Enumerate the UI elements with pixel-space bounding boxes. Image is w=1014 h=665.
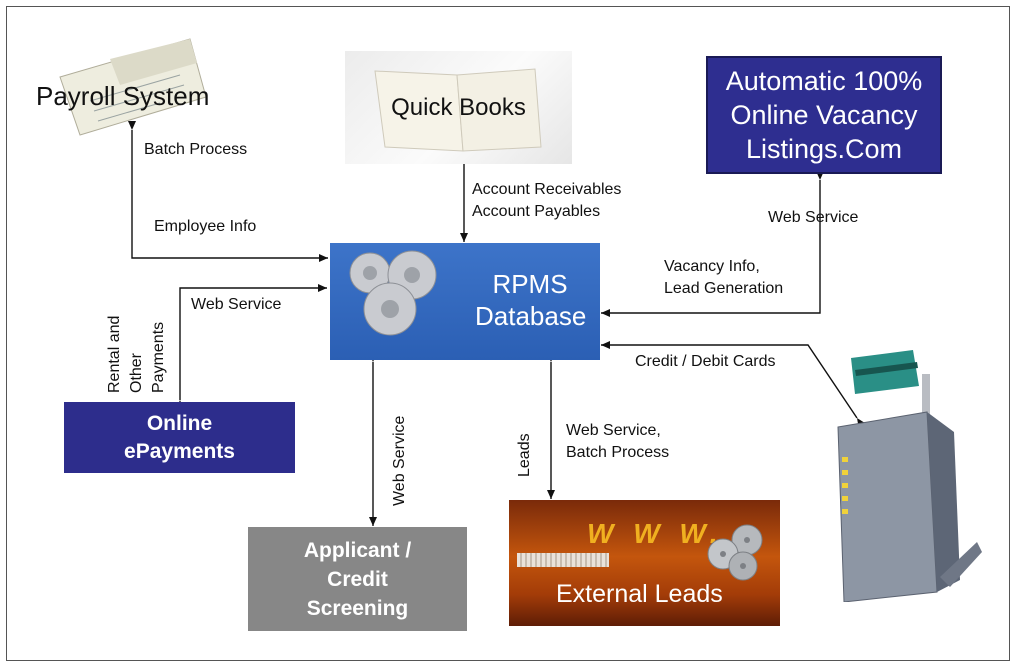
- edge-label-web-service-vacancy: Web Service: [768, 209, 859, 226]
- www-text: W W W.: [587, 518, 724, 549]
- vacancy-listings-node: Automatic 100% Online Vacancy Listings.C…: [706, 56, 942, 174]
- router-device-image: [837, 374, 982, 602]
- edge-label-account-receivables: Account Receivables: [472, 181, 622, 198]
- edge-label-rental-line-3: Payments: [150, 321, 167, 393]
- edge-label-vacancy-info: Vacancy Info,: [664, 258, 760, 275]
- edge-label-batch-process: Batch Process: [144, 141, 248, 158]
- diagram-frame: [6, 6, 1010, 661]
- payroll-check-image: [50, 33, 208, 137]
- credit-card-image: [851, 350, 919, 394]
- screening-line-1: Applicant /: [303, 538, 412, 562]
- applicant-screening-node: Applicant / Credit Screening: [248, 527, 467, 631]
- payroll-system-label: Payroll System: [36, 81, 210, 111]
- quickbooks-label: Quick Books: [391, 93, 526, 121]
- external-leads-label: External Leads: [556, 580, 723, 608]
- database-line-2: Database: [475, 301, 587, 331]
- edge-label-credit-debit-cards: Credit / Debit Cards: [635, 353, 776, 370]
- arrow-vacancy-database: [601, 171, 824, 317]
- screening-line-2: Credit: [327, 567, 388, 591]
- database-line-1: RPMS: [492, 269, 568, 299]
- edge-label-batch-process-leads: Batch Process: [566, 444, 670, 461]
- edge-label-lead-generation: Lead Generation: [664, 280, 784, 297]
- vacancy-line-3: Listings.Com: [745, 134, 903, 164]
- external-leads-node: W W W. External Leads: [509, 500, 780, 626]
- edge-label-web-service-screening: Web Service: [391, 415, 408, 506]
- arrow-epayments-database: [176, 284, 327, 409]
- edge-label-account-payables: Account Payables: [472, 203, 601, 220]
- screening-line-3: Screening: [306, 596, 409, 620]
- edge-label-rental-line-2: Other: [128, 352, 145, 393]
- address-bar-graphic: [517, 553, 609, 567]
- edge-label-web-service-payments: Web Service: [191, 296, 282, 313]
- edge-label-web-service-leads: Web Service,: [566, 422, 661, 439]
- edge-label-rental-line-1: Rental and: [106, 315, 123, 393]
- edge-label-employee-info: Employee Info: [154, 218, 257, 235]
- epayments-line-1: Online: [146, 411, 213, 435]
- quickbooks-node: Quick Books: [345, 51, 572, 164]
- cd-discs-icon: [707, 524, 763, 581]
- arrow-router-database: [601, 341, 866, 428]
- open-book-image: [374, 68, 542, 152]
- online-epayments-node: Online ePayments: [64, 402, 295, 473]
- rpms-database-node: RPMS Database: [330, 243, 600, 360]
- edge-label-leads: Leads: [516, 433, 533, 477]
- vacancy-line-2: Online Vacancy: [730, 100, 918, 130]
- vacancy-line-1: Automatic 100%: [725, 66, 923, 96]
- arrow-payroll-database: [128, 121, 328, 262]
- gears-icon: [349, 250, 437, 336]
- epayments-line-2: ePayments: [124, 439, 235, 463]
